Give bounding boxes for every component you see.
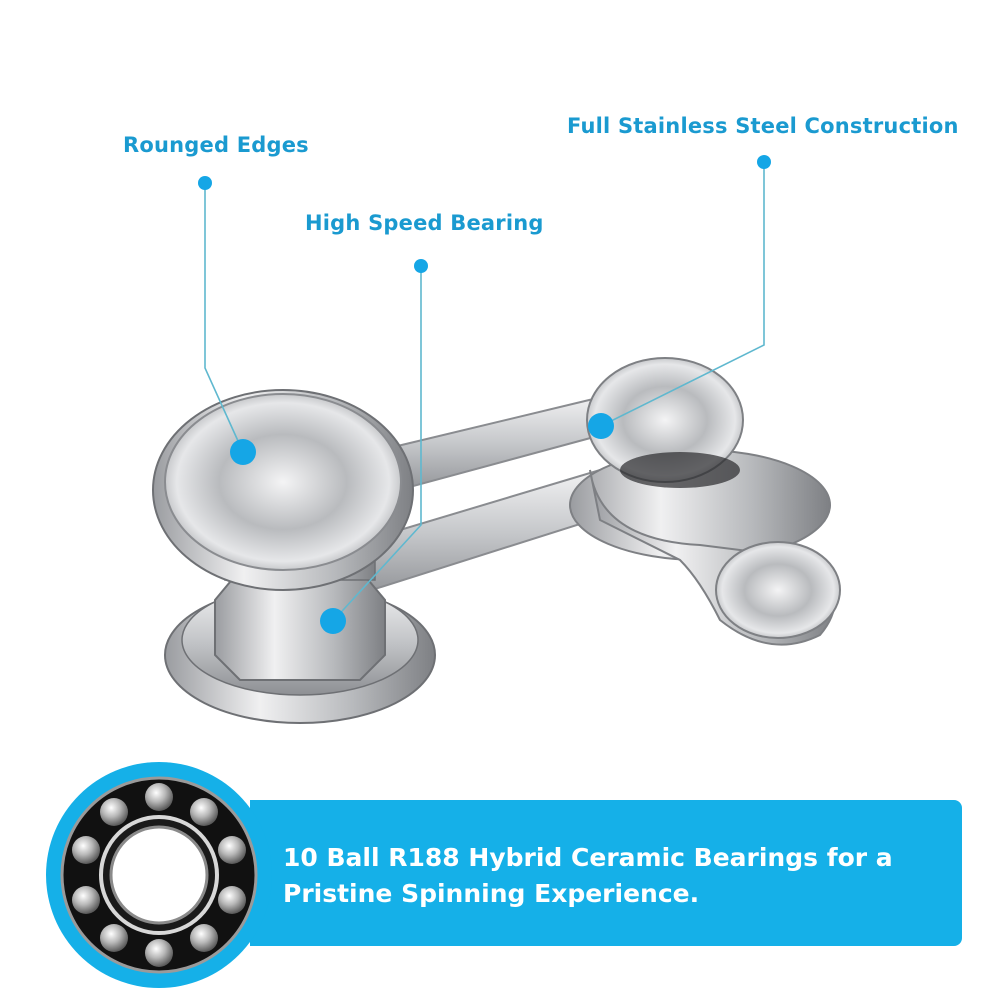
- callout-target-dot-stainless-steel: [588, 413, 614, 439]
- callout-anchor-dot-stainless-steel: [757, 155, 771, 169]
- spinner-left-end: [152, 389, 436, 724]
- callout-line-rounded-edges: [204, 183, 244, 453]
- bearing-balls: [72, 783, 246, 967]
- callout-label-stainless-steel: Full Stainless Steel Construction: [567, 114, 959, 138]
- callout-label-high-speed-bearing: High Speed Bearing: [305, 211, 544, 235]
- callout-anchor-dot-high-speed-bearing: [414, 259, 428, 273]
- callout-target-dot-rounded-edges: [230, 439, 256, 465]
- ball-bearing-icon: [46, 762, 272, 988]
- callout-line-high-speed-bearing: [332, 266, 422, 622]
- banner-line-1: 10 Ball R188 Hybrid Ceramic Bearings for…: [283, 843, 893, 872]
- callout-lines: [204, 162, 765, 622]
- spinner-right-end: [569, 357, 841, 646]
- banner-line-2: Pristine Spinning Experience.: [283, 879, 700, 908]
- feature-banner-text: 10 Ball R188 Hybrid Ceramic Bearings for…: [283, 840, 963, 912]
- callout-line-stainless-steel: [600, 162, 765, 427]
- callout-target-dot-high-speed-bearing: [320, 608, 346, 634]
- feature-banner: [250, 800, 962, 946]
- callout-label-rounded-edges: Rounged Edges: [123, 133, 309, 157]
- callout-anchor-dot-rounded-edges: [198, 176, 212, 190]
